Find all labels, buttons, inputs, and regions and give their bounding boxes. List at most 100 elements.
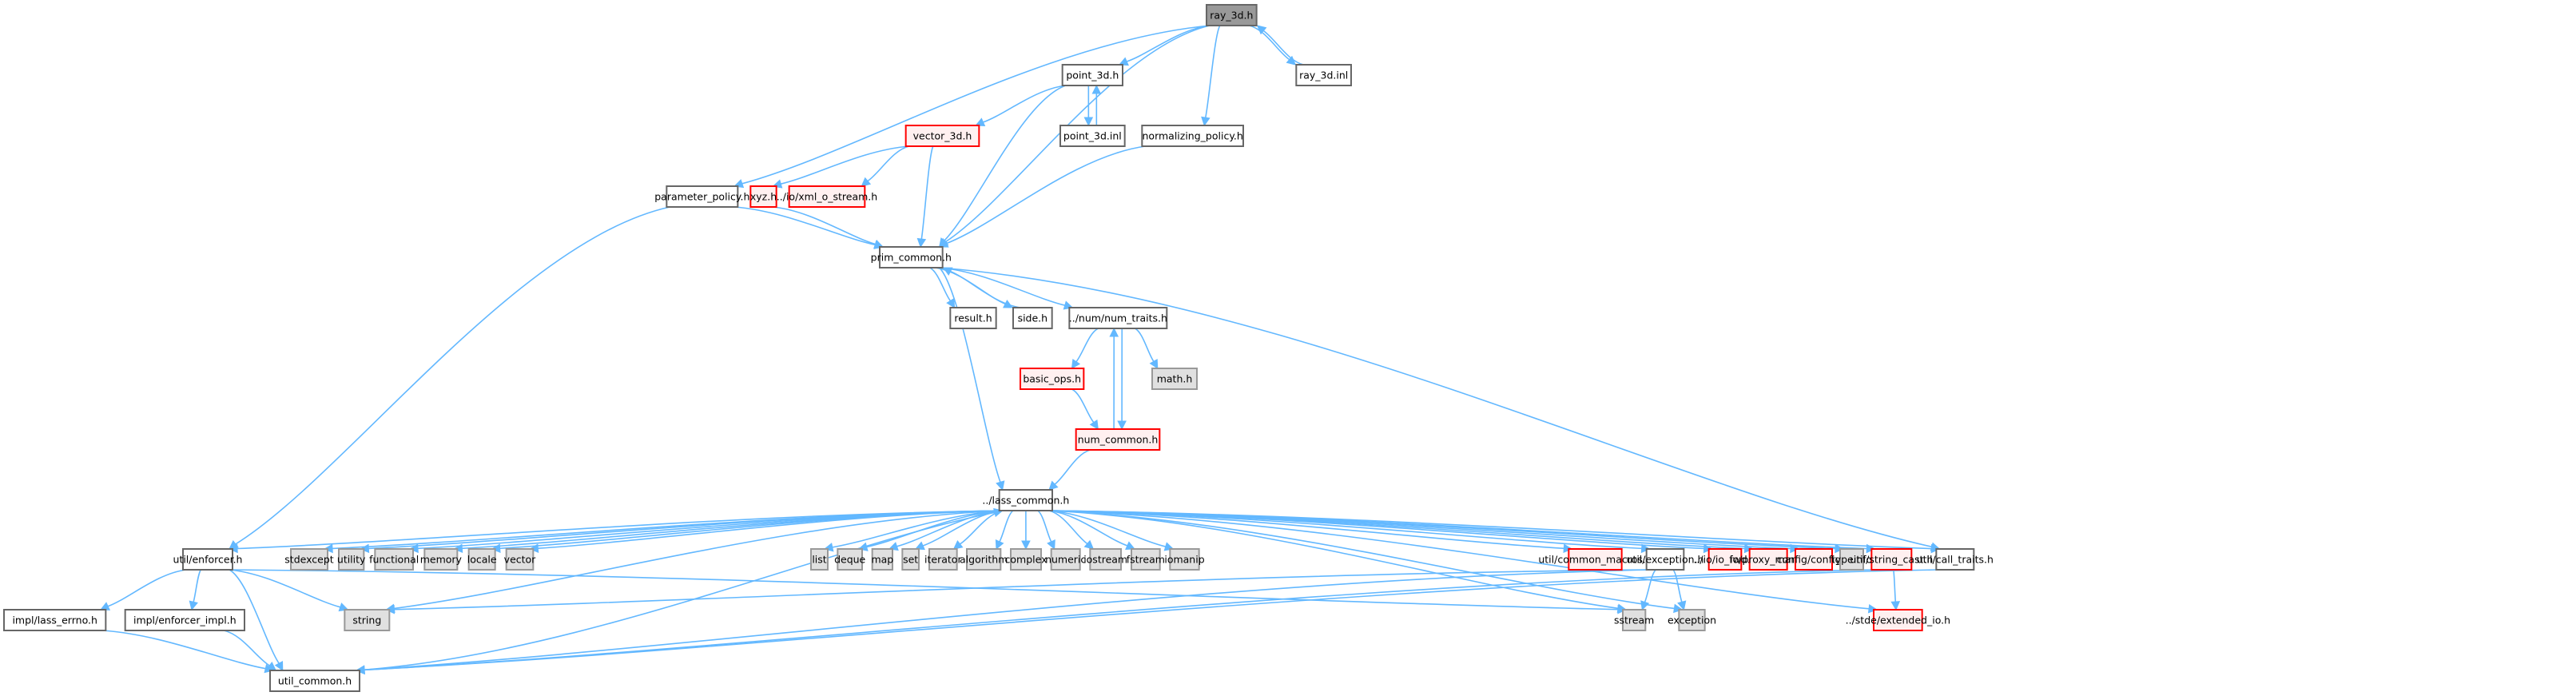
node-box	[1131, 548, 1161, 571]
arrowhead-icon	[100, 602, 111, 610]
node-box	[1075, 428, 1161, 451]
node-iostream[interactable]: iostream	[1083, 548, 1127, 571]
arrowhead-icon	[1125, 541, 1136, 551]
node-basic-ops-h[interactable]: basic_ops.h	[1020, 368, 1085, 390]
node-stdexcept[interactable]: stdexcept	[284, 548, 334, 571]
node-side-h[interactable]: side.h	[1012, 307, 1053, 329]
arrowhead-icon	[1021, 540, 1031, 551]
node-box	[182, 548, 233, 571]
node-label: ../lass_common.h	[982, 495, 1069, 507]
node-parameter-policy-h[interactable]: parameter_policy.h	[654, 185, 749, 208]
edge-prim-common-h-to-lass-common-h	[939, 267, 1005, 491]
edge-vector-3d-h-to-xml-o-stream-h	[861, 145, 909, 187]
arrowhead-icon	[938, 239, 949, 248]
arrowhead-icon	[1047, 539, 1055, 551]
edge-line	[394, 569, 1650, 610]
edge-line	[356, 511, 996, 671]
node-box	[3, 609, 107, 631]
node-ray-3d-inl[interactable]: ray_3d.inl	[1295, 64, 1353, 86]
node-result-h[interactable]: result.h	[949, 307, 997, 329]
node-util-common-h[interactable]: util_common.h	[269, 670, 360, 692]
node-common-macros-h[interactable]: util/common_macros.h	[1538, 548, 1652, 571]
node-exception[interactable]: exception	[1668, 609, 1716, 631]
node-xyz-h[interactable]: xyz.h	[749, 185, 777, 208]
node-config-h[interactable]: config/config.h	[1777, 548, 1851, 571]
node-normalizing-policy-h[interactable]: normalizing_policy.h	[1141, 125, 1245, 147]
edge-line	[939, 267, 1001, 483]
edge-enforcer-impl-h-to-util-common-h	[223, 630, 277, 671]
node-enforcer-impl-h[interactable]: impl/enforcer_impl.h	[124, 609, 245, 631]
edge-normalizing-policy-h-to-prim-common-h	[938, 145, 1146, 248]
node-box	[1050, 548, 1081, 571]
node-functional[interactable]: functional	[369, 548, 419, 571]
node-sstream[interactable]: sstream	[1614, 609, 1654, 631]
edge-line	[1672, 569, 1683, 603]
edge-enforcer-h-to-util-common-h	[229, 569, 284, 671]
node-utility[interactable]: utility	[337, 548, 366, 571]
arrowhead-icon	[1109, 327, 1119, 337]
edge-line	[983, 85, 1066, 123]
node-num-traits-h[interactable]: ../num/num_traits.h	[1068, 307, 1168, 329]
edge-line	[229, 569, 280, 664]
node-vector-3d-h[interactable]: vector_3d.h	[904, 125, 980, 147]
node-num-common-h[interactable]: num_common.h	[1075, 428, 1161, 451]
node-prim-common-h[interactable]: prim_common.h	[871, 246, 952, 268]
node-exception-h[interactable]: util/exception.h	[1627, 548, 1704, 571]
edge-line	[1048, 510, 1088, 545]
node-lass-errno-h[interactable]: impl/lass_errno.h	[3, 609, 107, 631]
node-enforcer-h[interactable]: util/enforcer.h	[173, 548, 243, 571]
node-extended-io-h[interactable]: ../stde/extended_io.h	[1846, 609, 1950, 631]
node-iterator[interactable]: iterator	[924, 548, 962, 571]
arrowhead-icon	[1083, 117, 1094, 127]
node-box	[1010, 548, 1042, 571]
node-box	[810, 548, 829, 571]
node-typeinfo[interactable]: typeinfo	[1831, 548, 1872, 571]
edge-string-cast-h-to-extended-io-h	[1890, 569, 1901, 611]
node-box	[904, 125, 980, 147]
node-complex[interactable]: complex	[1005, 548, 1047, 571]
edge-vector-3d-h-to-prim-common-h	[916, 145, 934, 249]
node-label: iomanip	[1164, 554, 1204, 566]
node-deque[interactable]: deque	[834, 548, 866, 571]
edge-line	[1048, 510, 1675, 610]
arrowhead-icon	[1640, 543, 1651, 554]
node-label: io/proxy_man.h	[1730, 554, 1807, 566]
node-label: iostream	[1083, 554, 1127, 566]
node-label: vector_3d.h	[913, 130, 972, 142]
edge-line	[394, 510, 1003, 610]
arrowhead-icon	[996, 480, 1005, 491]
node-ray-3d-h[interactable]: ray_3d.h	[1206, 4, 1258, 26]
node-lass-common-h[interactable]: ../lass_common.h	[982, 489, 1069, 511]
node-algorithm[interactable]: algorithm	[960, 548, 1008, 571]
node-math-h[interactable]: math.h	[1151, 368, 1198, 390]
node-io-fwd-h[interactable]: ../io/io_fwd.h	[1693, 548, 1757, 571]
node-box	[124, 609, 245, 631]
node-point-3d-inl[interactable]: point_3d.inl	[1059, 125, 1126, 147]
node-iomanip[interactable]: iomanip	[1164, 548, 1205, 571]
node-set[interactable]: set	[901, 548, 920, 571]
node-label: complex	[1005, 554, 1047, 566]
node-memory[interactable]: memory	[420, 548, 463, 571]
edge-point-3d-h-to-point-3d-inl	[1083, 86, 1094, 127]
node-xml-o-stream-h[interactable]: ../io/xml_o_stream.h	[777, 185, 877, 208]
node-box	[1089, 548, 1123, 571]
node-locale[interactable]: locale	[467, 548, 497, 571]
node-call-traits-h[interactable]: util/call_traits.h	[1917, 548, 1994, 571]
node-point-3d-h[interactable]: point_3d.h	[1061, 64, 1123, 86]
arrowhead-icon	[1640, 600, 1650, 611]
node-list[interactable]: list	[810, 548, 829, 571]
node-label: utility	[337, 554, 366, 566]
node-proxy-man-h[interactable]: io/proxy_man.h	[1730, 548, 1807, 571]
arrowhead-icon	[355, 665, 365, 675]
node-fstream[interactable]: fstream	[1127, 548, 1165, 571]
edge-exception-h-to-string	[385, 569, 1650, 614]
node-string-cast-h[interactable]: util/string_cast.h	[1850, 548, 1933, 571]
node-numeric[interactable]: numeric	[1045, 548, 1086, 571]
node-vector[interactable]: vector	[504, 548, 537, 571]
node-label: string	[352, 614, 381, 626]
edge-line	[950, 270, 1021, 308]
node-box	[1622, 609, 1647, 631]
node-map[interactable]: map	[871, 548, 893, 571]
node-string[interactable]: string	[344, 609, 391, 631]
edge-lass-common-h-to-map	[888, 510, 1003, 551]
